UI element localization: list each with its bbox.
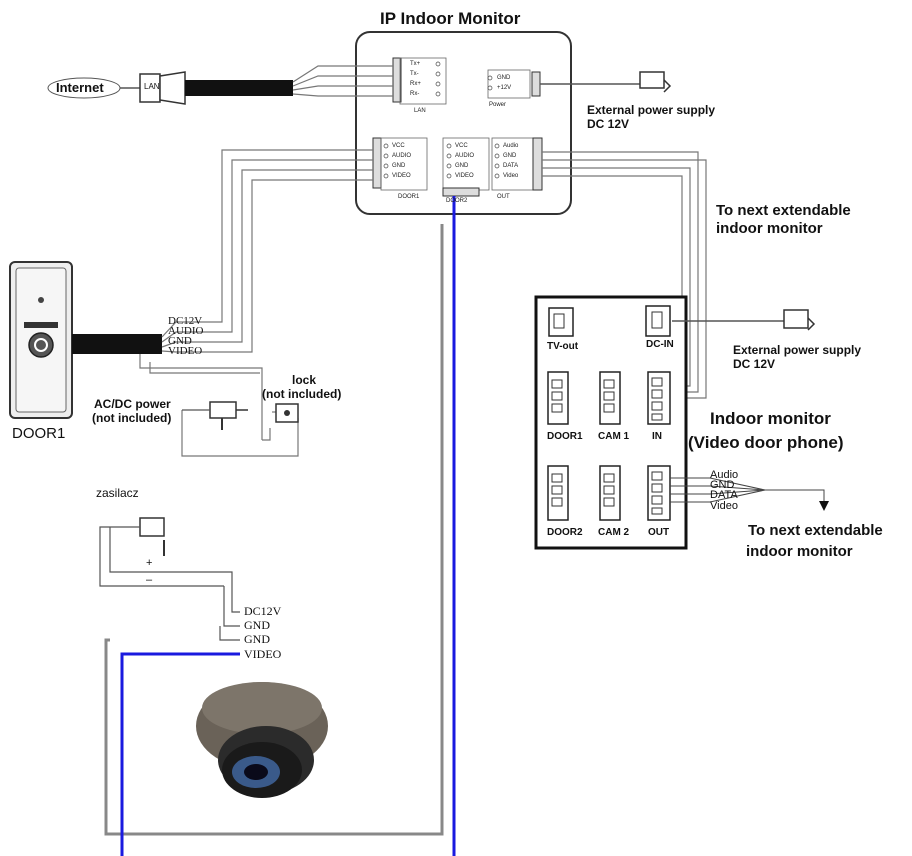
out-wire-gnd: GND (710, 479, 735, 491)
door-station (9, 261, 188, 419)
port-in: IN (652, 431, 662, 442)
to-next-bottom-line2: indoor monitor (746, 543, 853, 560)
port-tv-out: TV-out (547, 341, 579, 352)
lock-line2: (not included) (262, 387, 342, 401)
lan-cable (185, 80, 293, 96)
out-pin: Audio (503, 143, 519, 149)
camera-minus: – (146, 574, 153, 586)
power-connector-label: Power (489, 102, 507, 108)
port-cam1: CAM 1 (598, 431, 630, 442)
door2-pin: VIDEO (455, 173, 474, 179)
to-next-top-line1: To next extendable (716, 202, 851, 219)
door1-pin: AUDIO (392, 153, 412, 159)
dome-camera (196, 682, 328, 822)
camera-wire-dc12v: DC12V (244, 604, 282, 618)
door1-pin: VCC (392, 143, 405, 149)
camera-wire-gnd1: GND (244, 618, 270, 632)
out-pin: GND (503, 153, 517, 159)
acdc-line1: AC/DC power (94, 397, 171, 411)
lan-pin: Tx+ (410, 61, 421, 67)
out-pin: DATA (503, 163, 519, 169)
ext-power-right-line1: External power supply (733, 343, 862, 357)
power-connector (487, 69, 531, 99)
lan-pin: Rx- (410, 91, 420, 97)
door2-pin: AUDIO (455, 153, 475, 159)
door2-connector-label: DOOR2 (446, 198, 468, 204)
ip-monitor-title: IP Indoor Monitor (380, 9, 521, 28)
port-dc-in: DC-IN (646, 339, 674, 350)
power-plug-right (672, 309, 816, 331)
camera-supply-label: zasilacz (96, 486, 139, 500)
lan-pin: Rx+ (410, 81, 421, 87)
out-pin: Video (503, 173, 519, 179)
door2-pin: GND (455, 163, 469, 169)
port-out: OUT (648, 527, 670, 538)
port-door2: DOOR2 (547, 527, 583, 538)
door1-connector (372, 137, 382, 189)
lock-device (275, 403, 299, 423)
port-cam2: CAM 2 (598, 527, 630, 538)
door1-pin: GND (392, 163, 406, 169)
camera-wire-gnd2: GND (244, 632, 270, 646)
door1-pin: VIDEO (392, 173, 411, 179)
ip-monitor-box (355, 31, 572, 215)
door-wire-audio: AUDIO (168, 325, 204, 337)
indoor-monitor-title-line2: (Video door phone) (688, 433, 844, 452)
video-line (120, 652, 240, 856)
acdc-plug (182, 401, 248, 430)
port-door1: DOOR1 (547, 431, 583, 442)
lan-connector (392, 57, 402, 103)
door1-connector-label: DOOR1 (398, 194, 420, 200)
camera-wire-video: VIDEO (244, 647, 282, 661)
indoor-monitor-title-line1: Indoor monitor (710, 409, 831, 428)
internet-label: Internet (56, 80, 104, 95)
door-wire-video: VIDEO (168, 345, 203, 357)
power-pin: GND (497, 75, 511, 81)
door-wire-gnd: GND (168, 335, 192, 347)
door1-wires (188, 149, 373, 353)
to-next-top-line2: indoor monitor (716, 220, 823, 237)
acdc-line2: (not included) (92, 411, 172, 425)
ext-power-top-line2: DC 12V (587, 117, 630, 131)
door-wire-dc12v: DC12V (168, 315, 203, 327)
ext-power-right-line2: DC 12V (733, 357, 776, 371)
camera-plus: + (146, 557, 153, 569)
lan-plug-label: LAN (144, 82, 160, 91)
lock-line1: lock (292, 373, 317, 387)
power-pin: +12V (497, 85, 512, 91)
out-wire-audio: Audio (710, 469, 739, 481)
out-to-next-wires (670, 477, 829, 511)
out-wire-video: Video (710, 500, 738, 512)
ext-power-top-line1: External power supply (587, 103, 716, 117)
door2-pin: VCC (455, 143, 468, 149)
camera-supply-plug (99, 517, 240, 641)
out-wire-data: DATA (710, 489, 738, 501)
lan-connector-label: LAN (414, 108, 426, 114)
lan-pin: Tx- (410, 71, 419, 77)
to-next-bottom-line1: To next extendable (748, 522, 883, 539)
door1-unit-label: DOOR1 (12, 425, 66, 442)
power-plug-top (540, 71, 672, 93)
out-connector-label: OUT (497, 194, 510, 200)
